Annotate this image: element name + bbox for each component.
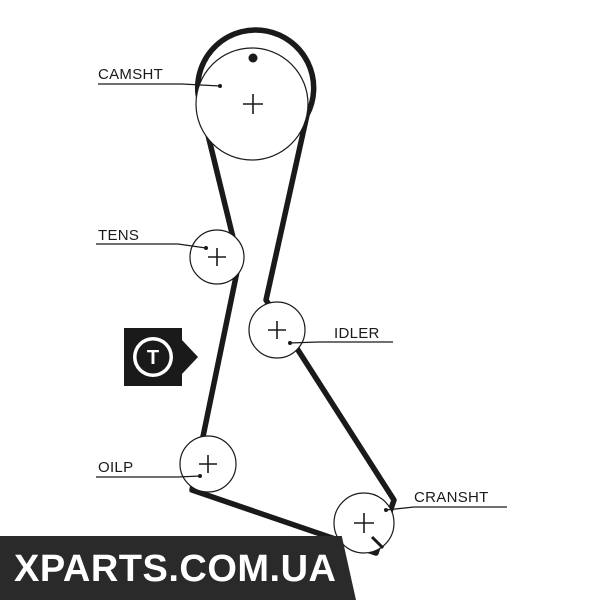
crankshaft-pulley bbox=[333, 492, 395, 554]
label-camshaft: CAMSHT bbox=[98, 66, 163, 83]
label-idler: IDLER bbox=[334, 325, 380, 342]
tension-badge-icon: T bbox=[124, 328, 198, 386]
tension-badge-letter: T bbox=[147, 347, 159, 369]
watermark-banner: XPARTS.COM.UA bbox=[0, 536, 356, 600]
crankshaft-leader bbox=[385, 506, 507, 511]
camshaft-leader bbox=[98, 83, 221, 87]
tensioner-pulley bbox=[189, 229, 245, 285]
timing-mark-dot bbox=[248, 53, 258, 63]
crank-timing-mark bbox=[370, 535, 385, 550]
label-crankshaft: CRANSHT bbox=[414, 489, 489, 506]
idler-leader bbox=[289, 341, 393, 344]
label-tensioner: TENS bbox=[98, 227, 139, 244]
label-oil-pump: OILP bbox=[98, 459, 133, 476]
oil-pump-leader bbox=[96, 475, 201, 478]
crankshaft-leader-dot bbox=[384, 508, 388, 512]
oil-pump-leader-dot bbox=[198, 474, 202, 478]
camshaft-leader-dot bbox=[218, 84, 222, 88]
camshaft-pulley bbox=[195, 47, 309, 161]
oil-pump-pulley bbox=[179, 435, 237, 493]
idler-leader-dot bbox=[288, 341, 292, 345]
tensioner-leader bbox=[96, 243, 207, 249]
tensioner-leader-dot bbox=[204, 246, 208, 250]
watermark-text: XPARTS.COM.UA bbox=[14, 548, 337, 590]
idler-pulley bbox=[248, 301, 306, 359]
